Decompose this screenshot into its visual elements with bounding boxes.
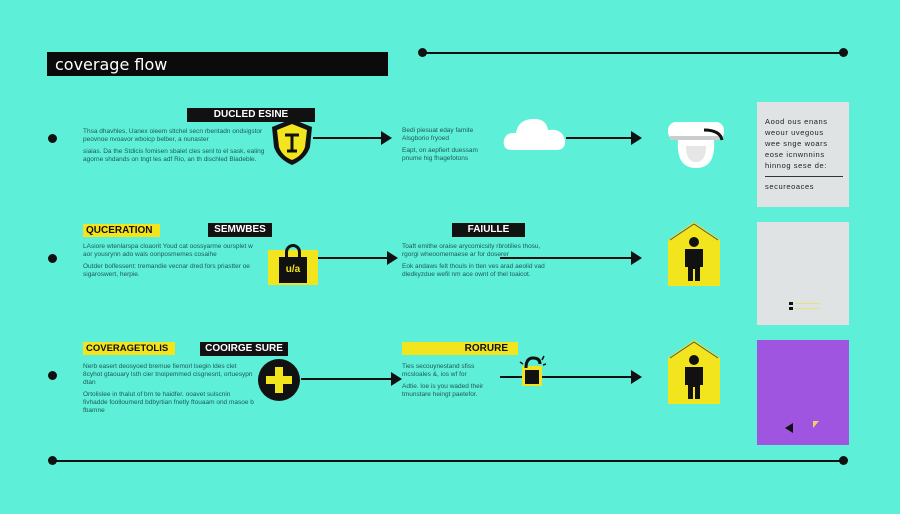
row3-mid-text: Ties secouynestand sfiss mcsloales &, io… xyxy=(402,363,484,398)
row3-mid-label: RORURE xyxy=(402,342,518,355)
unlock-icon xyxy=(519,355,547,386)
row1-label: DUCLED ESINE xyxy=(187,108,315,122)
flow-arrow xyxy=(318,251,398,265)
row1-mid-text: Bedi piesuat eday famite Alsgborio fryoe… xyxy=(402,127,478,162)
row-dot xyxy=(48,371,57,380)
timeline-dot xyxy=(418,48,427,57)
cloud-icon xyxy=(503,118,566,150)
row1-description: Thsa dhavhles, Uanex oieem sltchel secn … xyxy=(83,128,265,163)
person-house-icon xyxy=(668,222,720,286)
page-title: coverage flow xyxy=(47,52,388,76)
row-dot xyxy=(48,134,57,143)
person-house-icon xyxy=(668,340,720,404)
info-panel xyxy=(757,222,849,325)
timeline-dot xyxy=(839,456,848,465)
row3-label: COOIRGE SURE xyxy=(200,342,288,356)
plus-icon xyxy=(258,359,300,401)
row-dot xyxy=(48,254,57,263)
left-triangle-icon xyxy=(785,423,793,433)
security-camera-icon xyxy=(668,122,724,168)
purple-panel xyxy=(757,340,849,445)
row2-description: LAsiore wtenlarspa cloaorit Youd cat oos… xyxy=(83,243,253,278)
row2-mid-text: Toaft emithe oraise arycomicsity rbrotil… xyxy=(402,243,545,278)
flow-arrow xyxy=(500,251,642,265)
cursor-icon xyxy=(813,421,819,428)
row2-yellow-label: QUCERATION xyxy=(83,224,160,237)
shield-icon xyxy=(272,119,312,165)
row3-description: Nerb easert deosyoed bremue fiemorl lseg… xyxy=(83,363,254,414)
bottom-timeline xyxy=(52,460,843,462)
row2-mid-label: FAIULLE xyxy=(452,223,525,237)
row3-yellow-label: COVERAGETOLIS xyxy=(83,342,175,355)
flow-arrow xyxy=(313,131,392,145)
flow-arrow xyxy=(500,370,642,384)
lock-icon: u/a xyxy=(268,244,318,285)
top-timeline xyxy=(422,52,843,54)
timeline-dot xyxy=(48,456,57,465)
row2-label: SEMWBES xyxy=(208,223,272,237)
timeline-dot xyxy=(839,48,848,57)
flow-arrow xyxy=(301,372,402,386)
flow-arrow xyxy=(566,131,642,145)
